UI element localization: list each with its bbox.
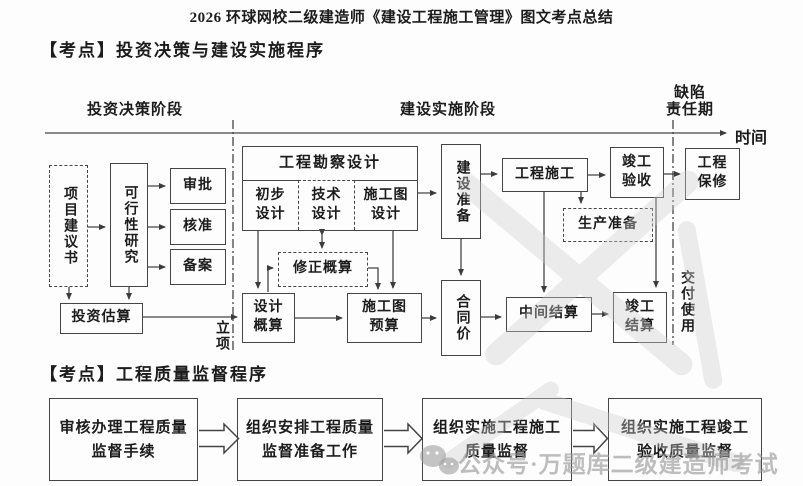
milestone-handover-for-use: 交付使用 <box>679 270 694 334</box>
box-verification: 核准 <box>170 209 226 245</box>
step-box-review-formalities: 审核办理工程质量 监督手续 <box>49 398 198 481</box>
block-arrow-step2-step3 <box>384 422 424 455</box>
box-contract-price: 合同价 <box>441 280 481 356</box>
box-feasibility-study: 可行性研究 <box>110 163 148 287</box>
phase-label-defect-liability: 缺陷 责任期 <box>665 85 714 119</box>
step-box-implement-construction-supervision: 组织实施工程施工 质量监督 <box>422 398 572 481</box>
milestone-project-initiation: 立项 <box>214 320 229 352</box>
heading-supervision-procedure: 【考点】工程质量监督程序 <box>40 365 268 384</box>
heading-investment-procedure: 【考点】投资决策与建设实施程序 <box>40 41 325 60</box>
box-construction-drawing-design: 施工图 设计 <box>355 180 417 230</box>
box-design-estimate: 设计 概算 <box>242 293 295 343</box>
survey-design-header: 工程勘察设计 <box>278 155 381 172</box>
box-technical-design: 技术 设计 <box>298 180 355 230</box>
box-filing: 备案 <box>170 249 226 285</box>
box-construction: 工程施工 <box>502 158 588 192</box>
phase-label-implementation: 建设实施阶段 <box>399 102 496 118</box>
box-construction-preparation: 建设准备 <box>441 144 481 239</box>
phase-label-decision: 投资决策阶段 <box>86 102 183 118</box>
page-title: 2026 环球网校二级建造师《建设工程施工管理》图文考点总结 <box>189 10 614 26</box>
step-box-implement-acceptance-supervision: 组织实施工程竣工 验收质量监督 <box>608 398 762 481</box>
box-completion-acceptance: 竣工 验收 <box>610 147 664 198</box>
box-approval: 审批 <box>170 168 226 204</box>
box-preliminary-design: 初步 设计 <box>243 180 298 230</box>
step-box-arrange-preparation: 组织安排工程质量 监督准备工作 <box>237 398 383 481</box>
box-revised-estimate: 修正概算 <box>278 252 368 287</box>
box-warranty: 工程 保修 <box>685 148 740 200</box>
arrow-revised-to-drawing-budget <box>368 267 381 290</box>
timeline-label: 时间 <box>735 130 768 147</box>
box-project-proposal: 项目建议书 <box>49 165 88 287</box>
box-construction-drawing-budget: 施工图 预算 <box>347 293 422 343</box>
survey-design-cells: 初步 设计 技术 设计 施工图 设计 <box>243 180 417 230</box>
box-interim-settlement: 中间结算 <box>506 297 592 332</box>
arrow-design-estimate-to-revised <box>267 265 274 292</box>
box-completion-settlement: 竣工 结算 <box>613 292 667 343</box>
block-arrow-step3-step4 <box>573 422 609 455</box>
box-production-preparation: 生产准备 <box>563 208 653 242</box>
box-investment-estimate: 投资估算 <box>60 303 143 334</box>
block-arrow-step1-step2 <box>199 422 240 455</box>
box-survey-design-group: 工程勘察设计 初步 设计 技术 设计 施工图 设计 <box>242 146 418 231</box>
